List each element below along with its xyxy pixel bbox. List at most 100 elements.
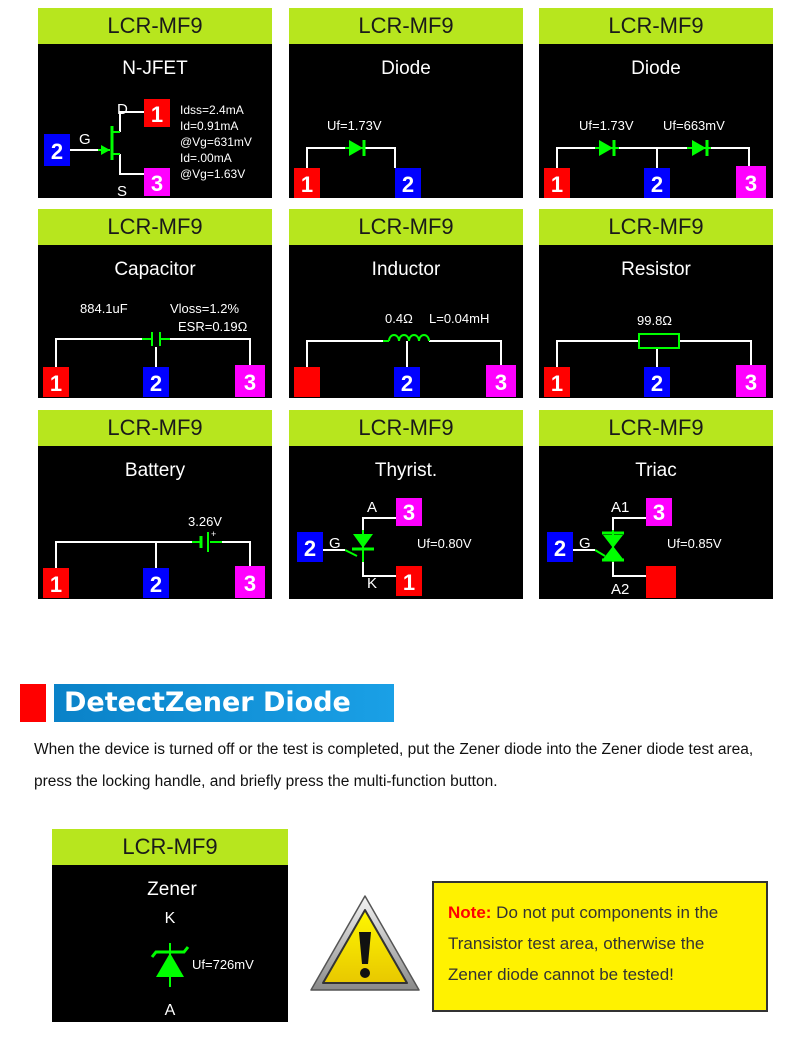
screen-body: Resistor 99.8Ω 1 2 3 xyxy=(539,245,773,398)
screen-header: LCR-MF9 xyxy=(539,209,773,245)
zener-diagram: Zener K Uf=726mV A xyxy=(147,879,254,1019)
jfet-line-4: Id=.00mA xyxy=(180,151,232,165)
pin-2-badge xyxy=(644,367,670,397)
pin-drain-number: 1 xyxy=(151,102,163,127)
pin-gate-badge xyxy=(547,532,573,562)
pin-gate-number: 2 xyxy=(51,139,63,164)
screen-body: Inductor 0.4Ω L=0.04mH 2 3 xyxy=(289,245,523,398)
triac-diagram: 3 2 A1 G A2 Uf=0.85V xyxy=(547,498,722,598)
pin-cathode-badge xyxy=(396,566,422,596)
zener-k-label: K xyxy=(165,910,176,927)
warning-triangle-icon xyxy=(310,895,420,991)
jfet-line-1: Idss=2.4mA xyxy=(180,103,244,117)
pin-3-badge xyxy=(235,566,265,598)
screen-header: LCR-MF9 xyxy=(289,8,523,44)
screen-body: Diode Uf=1.73V 1 2 xyxy=(289,44,523,198)
pin-cathode-number: 1 xyxy=(403,570,415,595)
screen-body: Diode Uf=1.73V Uf=663mV 1 2 3 xyxy=(539,44,773,198)
gate-label: G xyxy=(579,535,591,552)
thyristor-uf-value: Uf=0.80V xyxy=(417,536,472,551)
pin-1-badge xyxy=(43,568,69,598)
battery-diagram: 3.26V + 1 2 3 xyxy=(43,514,265,598)
pin-1-badge xyxy=(544,168,570,198)
pin-2-number: 2 xyxy=(150,371,162,396)
screen-body: Battery 3.26V + 1 2 3 xyxy=(38,446,272,599)
source-label: S xyxy=(117,183,127,198)
mode-title: N-JFET xyxy=(122,58,188,79)
gate-label: G xyxy=(79,131,91,148)
njfet-diagram: 1 2 3 D G S Idss=2.4mA Id=0.91mA @Vg=631… xyxy=(44,99,252,198)
resistor-symbol-icon xyxy=(638,333,680,349)
pin-1-badge xyxy=(544,367,570,397)
pin-1-number: 1 xyxy=(301,172,313,197)
mode-title: Diode xyxy=(631,58,681,79)
zener-a-label: A xyxy=(165,1002,176,1019)
pin-1-number: 1 xyxy=(551,172,563,197)
mode-title: Thyrist. xyxy=(374,460,438,481)
screen-body: Zener K Uf=726mV A xyxy=(52,865,288,1022)
resistance-value: 99.8Ω xyxy=(637,313,672,328)
pin-gate-badge xyxy=(297,532,323,562)
diode-uf1-value: Uf=1.73V xyxy=(579,118,634,133)
screen-inductor: LCR-MF9 Inductor 0.4Ω L=0.04mH 2 3 xyxy=(289,209,523,398)
pin-2-badge xyxy=(143,568,169,598)
pin-a2-badge xyxy=(646,566,676,598)
note-box: Note: Do not put components in the Trans… xyxy=(432,881,768,1012)
capacitor-symbol-icon xyxy=(151,332,161,346)
pin-2-badge xyxy=(644,168,670,198)
mode-title: Capacitor xyxy=(114,259,196,280)
pin-1-number: 1 xyxy=(50,371,62,396)
diode-diagram: Uf=1.73V 1 2 xyxy=(294,118,421,198)
screen-triac: LCR-MF9 Triac 3 2 A1 G A2 Uf=0.85V xyxy=(539,410,773,599)
zener-uf-value: Uf=726mV xyxy=(192,957,254,972)
screen-body: Triac 3 2 A1 G A2 Uf=0.85V xyxy=(539,446,773,599)
pin-1-badge xyxy=(294,168,320,198)
screen-body: Thyrist. 3 2 1 A G K Uf=0.80V xyxy=(289,446,523,599)
pin-1-number: 1 xyxy=(551,371,563,396)
screen-zener: LCR-MF9 Zener K Uf=726mV A xyxy=(52,829,288,1022)
jfet-symbol-icon xyxy=(70,111,144,175)
pin-3-badge xyxy=(486,365,516,397)
pin-3-badge xyxy=(235,365,265,397)
mode-title: Resistor xyxy=(621,259,691,280)
a1-label: A1 xyxy=(611,499,629,516)
section-title: DetectZener Diode xyxy=(54,684,394,722)
pin-anode-number: 3 xyxy=(403,500,415,525)
screen-header: LCR-MF9 xyxy=(38,209,272,245)
mode-title: Triac xyxy=(635,460,677,481)
capacitor-diagram: 884.1uF Vloss=1.2% ESR=0.19Ω 1 2 3 xyxy=(43,301,265,397)
note-text: Do not put components in the Transistor … xyxy=(448,903,719,984)
jfet-line-5: @Vg=1.63V xyxy=(180,167,245,181)
screen-diode-single: LCR-MF9 Diode Uf=1.73V 1 2 xyxy=(289,8,523,198)
zener-description: When the device is turned off or the tes… xyxy=(34,741,754,790)
screen-thyristor: LCR-MF9 Thyrist. 3 2 1 A G K Uf=0.80V xyxy=(289,410,523,599)
pin-3-number: 3 xyxy=(745,171,757,196)
pin-3-number: 3 xyxy=(244,370,256,395)
esr-value: ESR=0.19Ω xyxy=(178,319,248,334)
diode-symbol-icon xyxy=(599,140,616,156)
drain-label: D xyxy=(117,101,128,118)
pin-anode-badge xyxy=(396,498,422,526)
pin-3-badge xyxy=(736,166,766,198)
screen-header: LCR-MF9 xyxy=(539,8,773,44)
jfet-line-2: Id=0.91mA xyxy=(180,119,238,133)
pin-2-number: 2 xyxy=(150,572,162,597)
cathode-label: K xyxy=(367,575,377,592)
banner-red-marker xyxy=(20,684,46,722)
inductor-diagram: 0.4Ω L=0.04mH 2 3 xyxy=(294,311,516,397)
inductor-resistance-value: 0.4Ω xyxy=(385,311,413,326)
screen-body: N-JFET 1 2 3 D G S Idss=2.4mA Id=0.91mA xyxy=(38,44,272,198)
screen-header: LCR-MF9 xyxy=(289,209,523,245)
screen-header: LCR-MF9 xyxy=(289,410,523,446)
pin-3-number: 3 xyxy=(244,571,256,596)
screen-header: LCR-MF9 xyxy=(52,829,288,865)
triac-symbol-icon xyxy=(594,530,624,562)
anode-label: A xyxy=(367,499,377,516)
screen-capacitor: LCR-MF9 Capacitor 884.1uF Vloss=1.2% ESR… xyxy=(38,209,272,398)
pin-2-badge xyxy=(143,367,169,397)
zener-diode-icon xyxy=(150,943,190,987)
capacitance-value: 884.1uF xyxy=(80,301,128,316)
mode-title: Zener xyxy=(147,879,197,900)
resistor-diagram: 99.8Ω 1 2 3 xyxy=(544,313,766,397)
battery-voltage-value: 3.26V xyxy=(188,514,222,529)
